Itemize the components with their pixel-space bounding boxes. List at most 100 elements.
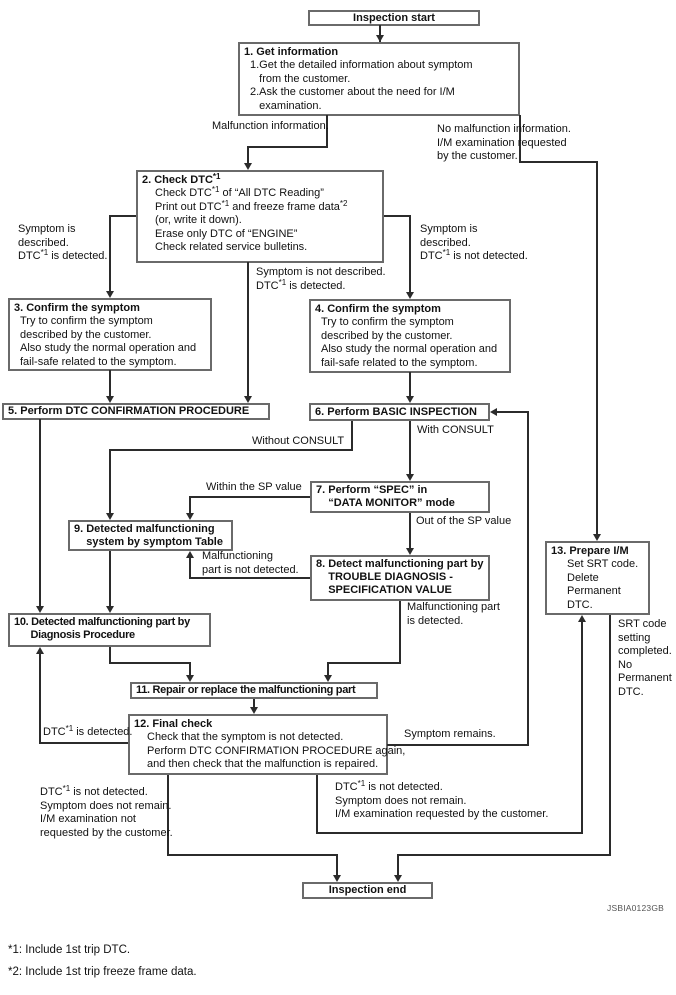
flow-box-inspection-end: Inspection end	[302, 882, 433, 899]
box-body: Set SRT code. Delete Permanent DTC.	[567, 558, 639, 611]
edge-label-out-of-sp-value: Out of the SP value	[416, 515, 512, 527]
arrowhead-icon	[406, 548, 414, 555]
box-title: 1. Get information	[244, 46, 339, 58]
flow-box-11-repair-or-replace: 11. Repair or replace the malfunctioning…	[130, 682, 378, 699]
arrowhead-icon	[394, 875, 402, 882]
footnote-2: *2: Include 1st trip freeze frame data.	[8, 966, 197, 978]
arrowhead-icon	[186, 675, 194, 682]
connector-12-to-end-left	[167, 775, 169, 856]
edge-label-symptom-described-dtc-not-detected: Symptom is described. DTC*1 is not detec…	[420, 223, 528, 262]
connector-1-to-2	[326, 115, 328, 148]
connector-2-to-3	[109, 215, 136, 217]
box-body: Try to confirm the symptom described by …	[20, 315, 197, 368]
connector-start-to-1	[379, 25, 381, 42]
edge-label-symptom-not-described: Symptom is not described. DTC*1 is detec…	[256, 266, 386, 292]
edge-label-dtc-detected: DTC*1 is detected.	[43, 724, 133, 739]
connector-12-to-end-left	[167, 854, 338, 856]
arrowhead-icon	[244, 163, 252, 170]
connector-13-to-end	[397, 854, 399, 876]
flow-box-13-prepare-im: 13. Prepare I/M Set SRT code. Delete Per…	[545, 541, 650, 615]
arrowhead-icon	[36, 606, 44, 613]
connector-3-to-5	[109, 370, 111, 397]
connector-8-to-11	[327, 662, 401, 664]
connector-6-to-7	[409, 421, 411, 475]
box-title: 11. Repair or replace the malfunctioning…	[136, 684, 356, 696]
box-title: Inspection start	[353, 12, 435, 24]
figure-code: JSBIA0123GB	[607, 903, 665, 913]
flow-box-6-basic-inspection: 6. Perform BASIC INSPECTION	[309, 403, 490, 421]
edge-label-within-sp-value: Within the SP value	[206, 481, 302, 493]
connector-7-to-9	[189, 496, 310, 498]
box-title: 3. Confirm the symptom	[14, 302, 140, 314]
connector-1-to-2	[247, 146, 249, 163]
connector-12-to-10	[39, 654, 41, 744]
footnote-1: *1: Include 1st trip DTC.	[8, 944, 131, 956]
connector-13-to-end	[609, 615, 611, 856]
connector-6-to-9	[109, 449, 111, 514]
edge-label-srt-code-setting: SRT code setting completed. No Permanent…	[618, 618, 672, 698]
edge-label-malfunctioning-part-not-detected: Malfunctioning part is not detected.	[202, 550, 299, 576]
connector-7-to-8	[409, 513, 411, 549]
connector-12-to-end-left	[336, 854, 338, 876]
edge-label-dtc-not-detected-requested: DTC*1 is not detected. Symptom does not …	[335, 779, 549, 821]
connector-1-to-13	[596, 161, 598, 534]
arrowhead-icon	[250, 707, 258, 714]
connector-8-to-9	[189, 558, 191, 578]
box-title: 5. Perform DTC CONFIRMATION PROCEDURE	[8, 405, 250, 417]
flow-box-3-confirm-symptom: 3. Confirm the symptom Try to confirm th…	[8, 298, 212, 371]
connector-12-to-13	[581, 622, 583, 834]
flow-box-1-get-information: 1. Get information 1.Get the detailed in…	[238, 42, 520, 116]
arrowhead-icon	[578, 615, 586, 622]
connector-12-to-13	[316, 832, 583, 834]
edge-label-symptom-described-dtc-detected: Symptom is described. DTC*1 is detected.	[18, 223, 108, 262]
box-body: Check that the symptom is not detected. …	[147, 731, 406, 770]
edge-label-without-consult: Without CONSULT	[252, 435, 345, 447]
arrowhead-icon	[106, 513, 114, 520]
box-title: 8. Detect malfunctioning part by TROUBLE…	[316, 558, 484, 596]
connector-5-to-10	[39, 419, 41, 607]
connector-7-to-9	[189, 496, 191, 513]
connector-12-to-13	[316, 775, 318, 834]
connector-8-to-11	[399, 601, 401, 664]
arrowhead-icon	[106, 291, 114, 298]
box-title: Inspection end	[328, 884, 407, 896]
connector-10-to-11	[109, 647, 111, 664]
arrowhead-icon	[593, 534, 601, 541]
flow-box-10-malfunctioning-part-diagnosis-procedure: 10. Detected malfunctioning part by Diag…	[8, 613, 211, 647]
box-title: 7. Perform “SPEC” in “DATA MONITOR” mode	[316, 484, 455, 509]
arrowhead-icon	[490, 408, 497, 416]
box-title: 10. Detected malfunctioning part by Diag…	[14, 616, 190, 641]
connector-13-to-end	[397, 854, 611, 856]
box-title: 4. Confirm the symptom	[315, 303, 441, 315]
flow-box-7-spec-data-monitor: 7. Perform “SPEC” in “DATA MONITOR” mode	[310, 481, 490, 513]
flow-box-8-trouble-diagnosis-spec-value: 8. Detect malfunctioning part by TROUBLE…	[310, 555, 490, 601]
arrowhead-icon	[186, 513, 194, 520]
box-body: Check DTC*1 of “All DTC Reading” Print o…	[155, 185, 348, 254]
flow-box-2-check-dtc: 2. Check DTC*1 Check DTC*1 of “All DTC R…	[136, 170, 384, 263]
connector-6-to-9	[109, 449, 353, 451]
arrowhead-icon	[376, 35, 384, 42]
connector-2-to-4	[409, 215, 411, 293]
connector-12-to-6	[497, 411, 528, 413]
connector-2-to-5	[247, 262, 249, 397]
arrowhead-icon	[406, 292, 414, 299]
box-title: 13. Prepare I/M	[551, 545, 629, 557]
edge-label-malfunctioning-part-detected: Malfunctioning part is detected.	[407, 601, 500, 627]
connector-1-to-13	[519, 115, 521, 163]
connector-6-to-9	[351, 421, 353, 451]
box-title: 2. Check DTC*1	[142, 172, 221, 187]
arrowhead-icon	[333, 875, 341, 882]
flow-box-12-final-check: 12. Final check Check that the symptom i…	[128, 714, 406, 775]
connector-12-to-10	[39, 742, 128, 744]
box-title: 9. Detected malfunctioning system by sym…	[74, 523, 223, 548]
arrowhead-icon	[406, 396, 414, 403]
flow-box-9-malfunctioning-system-symptom-table: 9. Detected malfunctioning system by sym…	[68, 520, 233, 551]
edge-label-malfunction-information: Malfunction information.	[212, 120, 329, 132]
connector-10-to-11	[109, 662, 191, 664]
connector-4-to-6	[409, 372, 411, 397]
flow-box-5-dtc-confirmation: 5. Perform DTC CONFIRMATION PROCEDURE	[2, 403, 270, 420]
edge-label-symptom-remains: Symptom remains.	[404, 728, 496, 740]
connector-1-to-13	[519, 161, 598, 163]
connector-2-to-3	[109, 215, 111, 292]
